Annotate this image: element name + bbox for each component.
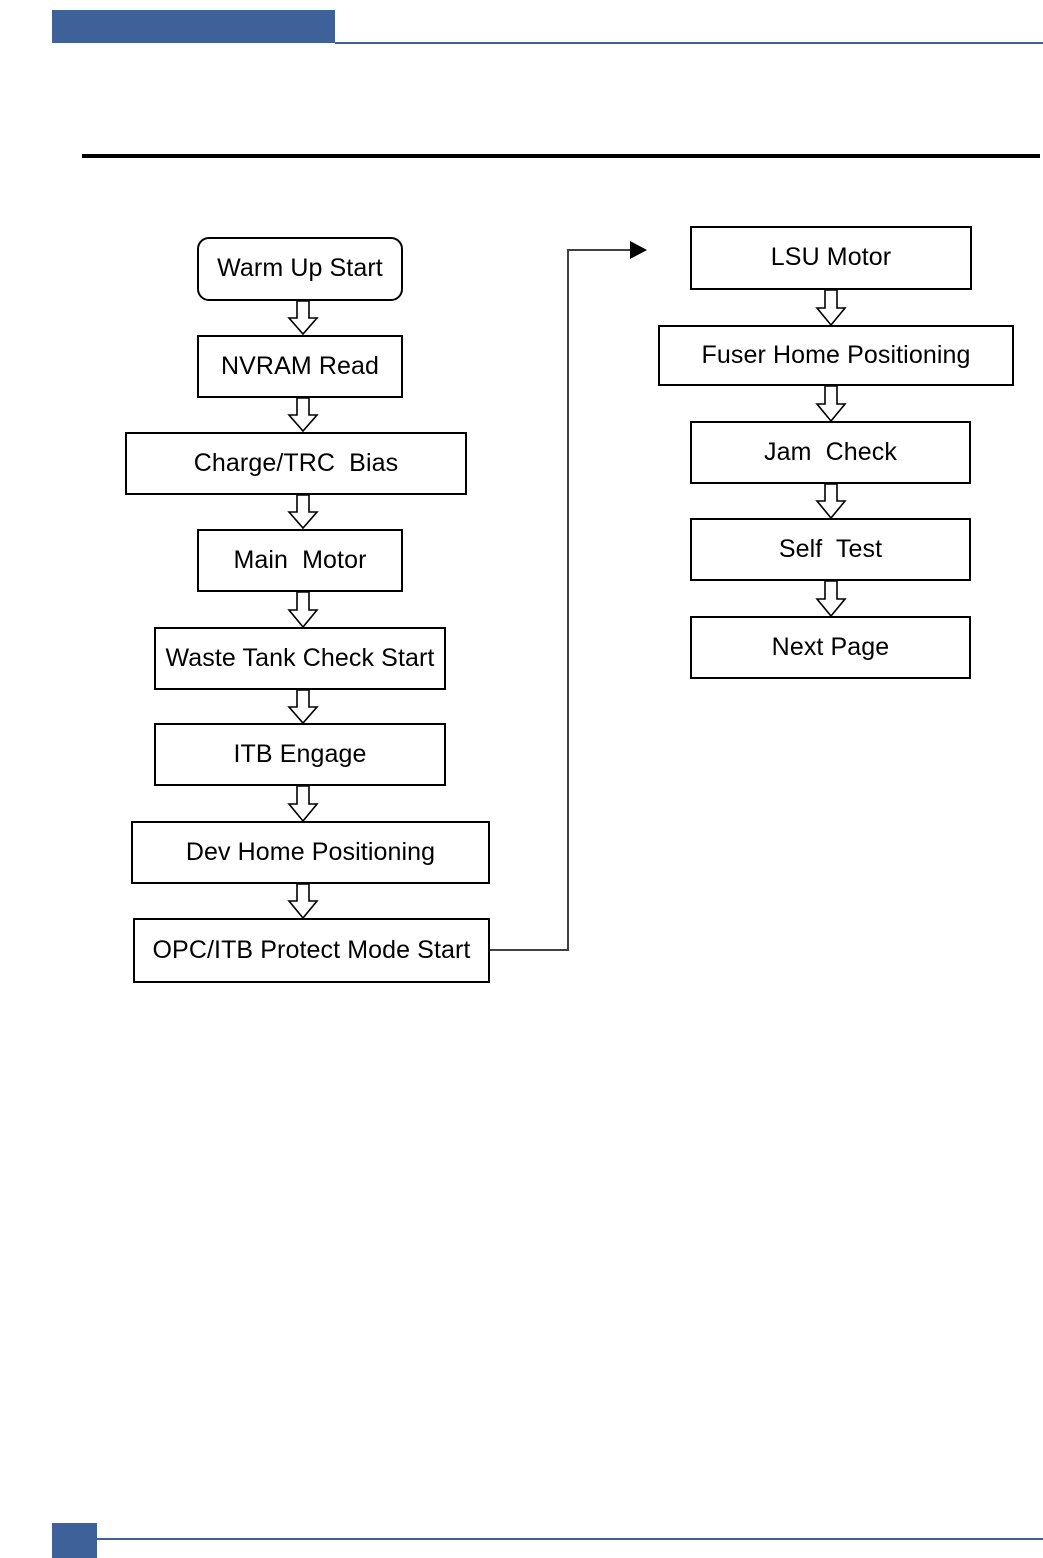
flow-node-next-page: Next Page	[690, 616, 971, 679]
flow-node-label: Waste Tank Check Start	[165, 643, 435, 672]
connector-segment-horizontal-bottom	[490, 949, 569, 951]
connector-arrowhead-icon	[630, 241, 647, 259]
section-divider-rule	[82, 154, 1040, 158]
flow-arrow-down	[287, 591, 319, 629]
flow-node-label: OPC/ITB Protect Mode Start	[152, 935, 471, 964]
flow-node-label: Self Test	[778, 534, 883, 563]
connector-segment-vertical	[567, 249, 569, 951]
flow-node-fuser-home-positioning: Fuser Home Positioning	[658, 325, 1014, 386]
flow-node-main-motor: Main Motor	[197, 529, 403, 592]
flow-node-label: LSU Motor	[770, 243, 892, 272]
flow-arrow-down	[815, 289, 847, 327]
footer-rule	[97, 1538, 1043, 1540]
flow-node-label: Charge/TRC Bias	[193, 448, 399, 477]
flow-node-opc-itb-protect-mode-start: OPC/ITB Protect Mode Start	[133, 918, 490, 983]
flow-node-label: Jam Check	[764, 437, 897, 466]
flow-arrow-down	[287, 689, 319, 725]
flow-node-label: Next Page	[771, 632, 890, 661]
flow-arrow-down	[815, 580, 847, 618]
flow-node-jam-check: Jam Check	[690, 421, 971, 484]
flow-arrow-down	[815, 385, 847, 423]
flow-arrow-down	[287, 494, 319, 530]
flow-node-self-test: Self Test	[690, 518, 971, 581]
flow-arrow-down	[287, 785, 319, 823]
flow-arrow-down	[815, 483, 847, 520]
flow-node-itb-engage: ITB Engage	[154, 723, 446, 786]
flow-node-label: Fuser Home Positioning	[701, 340, 971, 369]
footer-accent-block	[52, 1523, 97, 1558]
flow-node-label: Main Motor	[233, 545, 367, 574]
flow-node-lsu-motor: LSU Motor	[690, 226, 972, 290]
header-accent-block	[52, 10, 335, 43]
flow-node-label: Dev Home Positioning	[185, 837, 436, 866]
flow-node-label: NVRAM Read	[221, 351, 379, 380]
flow-node-label: Warm Up Start	[217, 254, 383, 283]
connector-segment-horizontal-top	[567, 249, 633, 251]
flow-arrow-down	[287, 397, 319, 433]
flow-node-charge-trc-bias: Charge/TRC Bias	[125, 432, 467, 495]
flow-node-waste-tank-check-start: Waste Tank Check Start	[154, 627, 446, 690]
flow-arrow-down	[287, 300, 319, 336]
flow-node-nvram-read: NVRAM Read	[197, 335, 403, 398]
flow-arrow-down	[287, 883, 319, 920]
flow-node-warm-up-start: Warm Up Start	[197, 237, 403, 301]
flow-node-dev-home-positioning: Dev Home Positioning	[131, 821, 490, 884]
flow-node-label: ITB Engage	[233, 739, 367, 768]
header-rule	[335, 42, 1043, 44]
